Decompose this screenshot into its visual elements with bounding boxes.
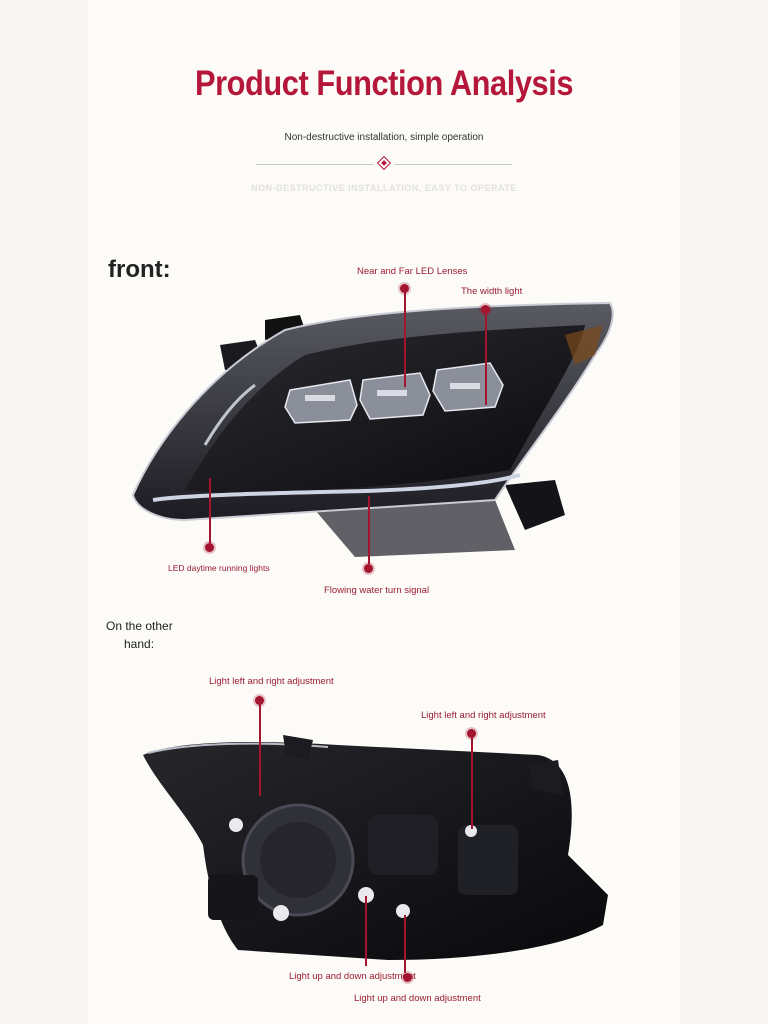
headlight-front-image bbox=[131, 301, 614, 557]
callout-ud-adjust-1: Light up and down adjustment bbox=[289, 971, 416, 982]
callout-lr-adjust-1-line bbox=[259, 704, 261, 796]
callout-ud-adjust-2: Light up and down adjustment bbox=[354, 993, 481, 1004]
back-label-line1: On the other bbox=[106, 619, 173, 633]
callout-drl: LED daytime running lights bbox=[168, 563, 270, 573]
callout-ud-adjust-2-line bbox=[404, 915, 406, 973]
callout-led-lenses-line bbox=[404, 292, 406, 387]
callout-led-lenses: Near and Far LED Lenses bbox=[357, 266, 468, 277]
callout-width-light-dot bbox=[481, 305, 490, 314]
callout-lr-adjust-2: Light left and right adjustment bbox=[421, 710, 546, 721]
callout-turn-signal: Flowing water turn signal bbox=[324, 585, 430, 596]
front-label: front: bbox=[108, 256, 171, 283]
caption-english: NON-DESTRUCTIVE INSTALLATION, EASY TO OP… bbox=[251, 183, 517, 193]
callout-ud-adjust-1-line bbox=[365, 896, 367, 966]
divider-left bbox=[256, 164, 374, 165]
callout-lr-adjust-2-line bbox=[471, 737, 473, 829]
callout-width-light-line bbox=[485, 313, 487, 405]
divider-right bbox=[394, 164, 512, 165]
callout-drl-line bbox=[209, 478, 211, 543]
callout-drl-dot bbox=[205, 543, 214, 552]
callout-turn-signal-line bbox=[368, 496, 370, 564]
callout-led-lenses-dot bbox=[400, 284, 409, 293]
callout-ud-adjust-1-dot bbox=[403, 973, 412, 982]
page-subtitle: Non-destructive installation, simple ope… bbox=[284, 132, 484, 143]
callout-turn-signal-dot bbox=[364, 564, 373, 573]
page-title: Product Function Analysis bbox=[194, 64, 574, 103]
callout-lr-adjust-2-dot bbox=[467, 729, 476, 738]
callout-lr-adjust-1: Light left and right adjustment bbox=[209, 676, 334, 687]
callout-width-light: The width light bbox=[461, 286, 523, 297]
callout-lr-adjust-1-dot bbox=[255, 696, 264, 705]
back-label-line2: hand: bbox=[124, 637, 155, 651]
headlight-rear-image bbox=[143, 735, 608, 960]
